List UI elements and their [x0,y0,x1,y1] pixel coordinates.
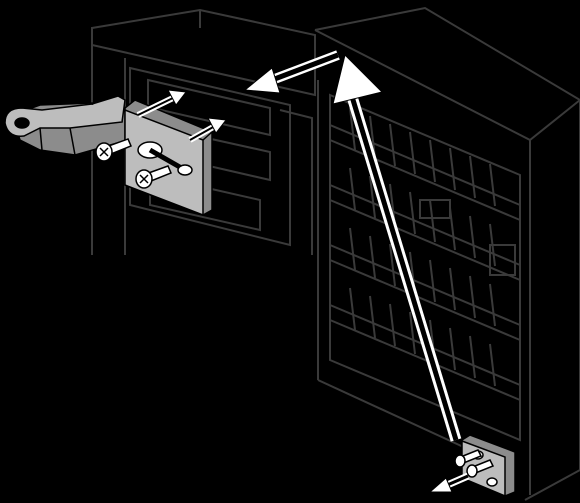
plate-slot-lower [177,164,193,176]
screw-icon [95,138,172,189]
hinge-bracket-small [454,434,516,498]
relocate-arrow [332,54,462,442]
relocate-arrow-head [332,54,383,105]
direction-arrow-icon-bottom [428,472,470,493]
hinge-hole [14,117,30,129]
mounting-plate-icon [124,99,213,217]
direction-arrow-icon [243,50,340,94]
hinge-bracket-icon [4,95,129,156]
push-arrows [136,89,227,143]
left-cabinet [91,8,316,255]
